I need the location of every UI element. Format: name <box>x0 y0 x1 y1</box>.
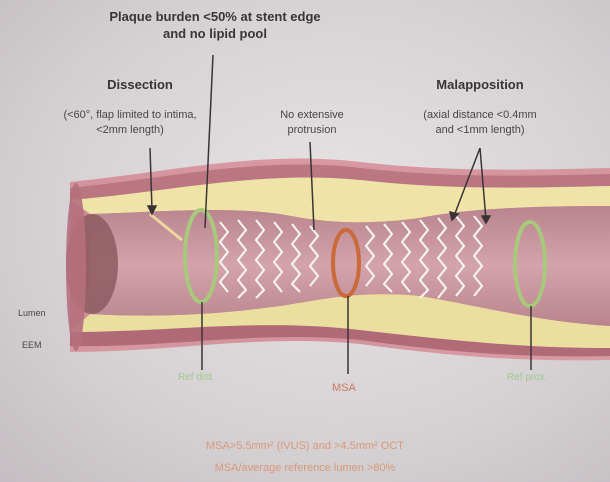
ref-dist-label: Ref dist. <box>178 372 215 383</box>
plaque-burden-label: Plaque burden <50% at stent edge and no … <box>65 8 365 42</box>
no-protrusion-line-2: protrusion <box>252 123 372 138</box>
plaque-burden-line-1: Plaque burden <50% at stent edge <box>65 8 365 25</box>
malapposition-detail-line-1: (axial distance <0.4mm <box>395 108 565 123</box>
plaque-burden-line-2: and no lipid pool <box>65 25 365 42</box>
malapposition-title: Malapposition <box>405 76 555 93</box>
dissection-detail: (<60°, flap limited to intima, <2mm leng… <box>20 108 240 138</box>
no-protrusion-label: No extensive protrusion <box>252 108 372 138</box>
dissection-detail-line-1: (<60°, flap limited to intima, <box>20 108 240 123</box>
footer-msa-ratio: MSA/average reference lumen >80% <box>0 462 610 474</box>
vessel-cross-section <box>66 183 86 351</box>
malapposition-detail-line-2: and <1mm length) <box>395 123 565 138</box>
no-protrusion-line-1: No extensive <box>252 108 372 123</box>
lumen-label: Lumen <box>18 308 46 318</box>
footer-msa-criteria: MSA>5.5mm² (IVUS) and >4.5mm² OCT <box>0 440 610 452</box>
msa-label: MSA <box>332 382 356 394</box>
ref-prox-label: Ref prox. <box>507 372 548 383</box>
eem-label: EEM <box>22 340 42 350</box>
dissection-title: Dissection <box>70 76 210 93</box>
malapposition-detail: (axial distance <0.4mm and <1mm length) <box>395 108 565 138</box>
dissection-detail-line-2: <2mm length) <box>20 123 240 138</box>
